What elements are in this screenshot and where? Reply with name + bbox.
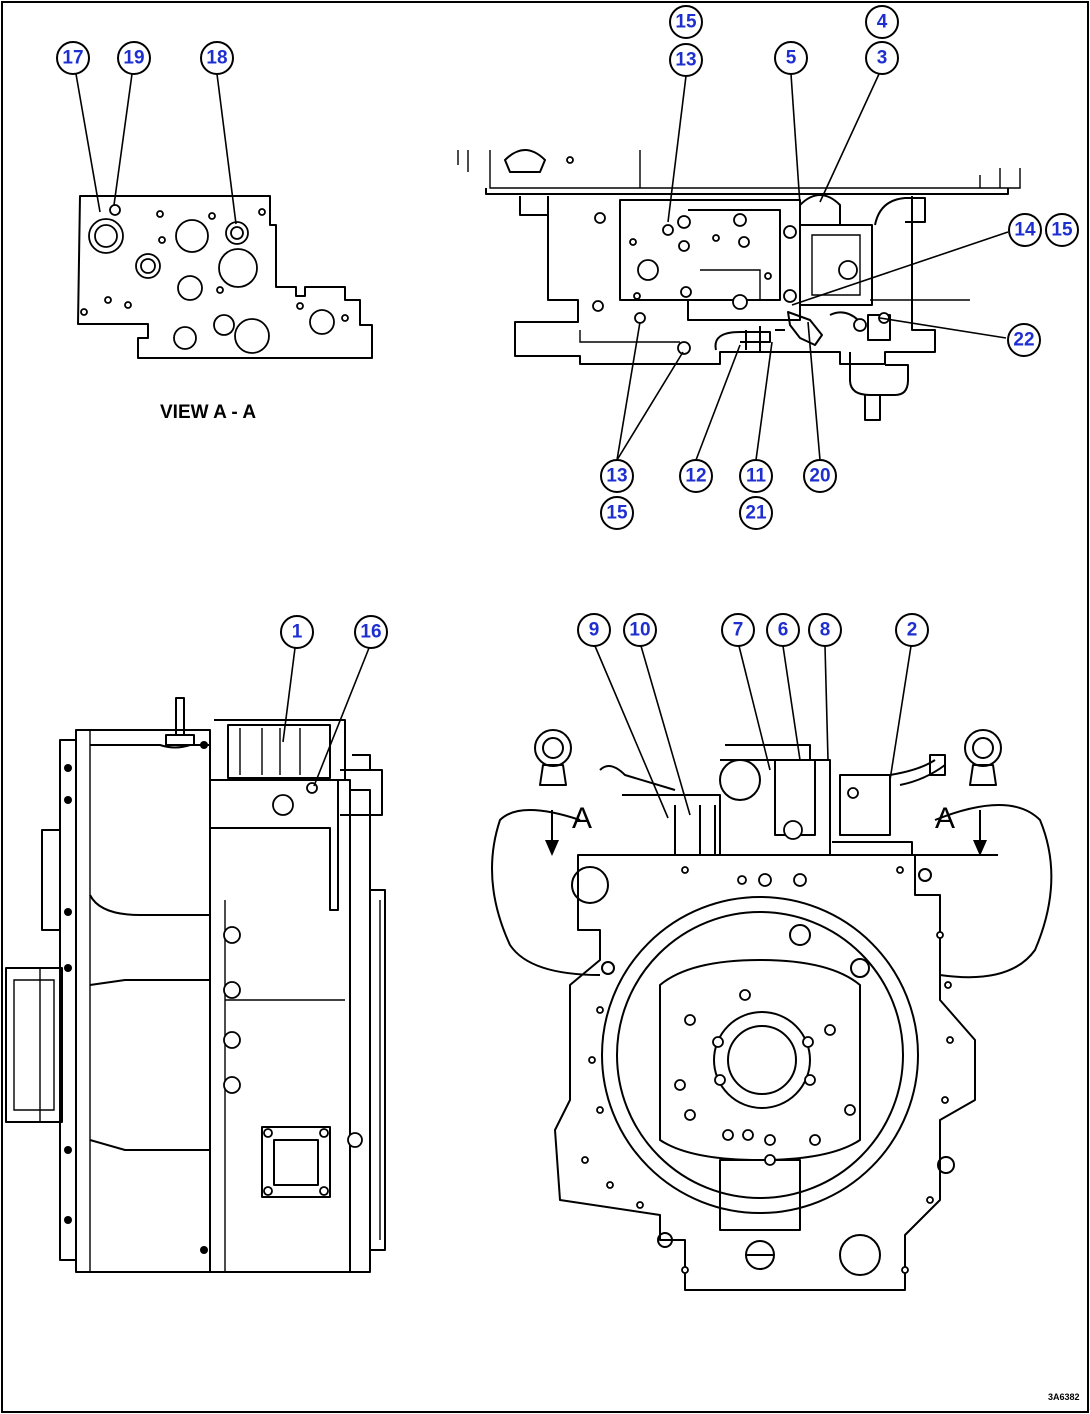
callout-13-top: 13: [669, 43, 703, 77]
callout-9: 9: [577, 613, 611, 647]
callout-13-bottom: 13: [600, 459, 634, 493]
view-label: VIEW A - A: [160, 402, 256, 423]
callout-4-number: 4: [877, 12, 888, 33]
callout-4: 4: [865, 5, 899, 39]
callout-6: 6: [766, 613, 800, 647]
callout-13-bottom-number: 13: [606, 466, 627, 487]
callout-3-number: 3: [877, 48, 888, 69]
side-view-drawing: [5, 697, 386, 1273]
callout-7: 7: [721, 613, 755, 647]
callout-15-bottom-number: 15: [606, 503, 628, 524]
callout-2-number: 2: [907, 620, 918, 641]
callout-15-top-number: 15: [675, 12, 697, 33]
callout-15-right: 15: [1045, 213, 1079, 247]
callout-9-number: 9: [589, 620, 600, 641]
callout-21: 21: [739, 496, 773, 530]
callout-12: 12: [679, 459, 713, 493]
view-a-a-drawing: [77, 195, 373, 359]
callout-5: 5: [774, 41, 808, 75]
callout-21-number: 21: [745, 503, 767, 524]
callout-17: 17: [56, 41, 90, 75]
section-letter-left: A: [572, 802, 592, 835]
callout-14-number: 14: [1014, 220, 1036, 241]
callout-14: 14: [1008, 213, 1042, 247]
callout-22: 22: [1007, 323, 1041, 357]
front-view-drawing: [491, 729, 1053, 1291]
callout-1: 1: [280, 615, 314, 649]
callout-18: 18: [200, 41, 234, 75]
drawing-reference-code: 3A6382: [1048, 1392, 1080, 1402]
callout-17-number: 17: [62, 48, 83, 69]
callout-10: 10: [623, 613, 657, 647]
callout-19-number: 19: [123, 48, 144, 69]
callout-22-number: 22: [1013, 330, 1034, 351]
top-view-drawing: [457, 149, 1021, 421]
callout-13-top-number: 13: [675, 50, 696, 71]
callout-20: 20: [803, 459, 837, 493]
leader-lines: [75, 73, 1009, 819]
callout-6-number: 6: [778, 620, 789, 641]
callout-16-number: 16: [360, 622, 381, 643]
callout-15-top: 15: [669, 5, 703, 39]
callout-12-number: 12: [685, 466, 706, 487]
callout-16: 16: [354, 615, 388, 649]
section-letter-right: A: [935, 802, 955, 835]
callout-20-number: 20: [809, 466, 830, 487]
callout-3: 3: [865, 41, 899, 75]
callout-5-number: 5: [786, 48, 797, 69]
callout-15-bottom: 15: [600, 496, 634, 530]
callout-8: 8: [808, 613, 842, 647]
callout-1-number: 1: [292, 622, 303, 643]
callout-10-number: 10: [629, 620, 650, 641]
callout-2: 2: [895, 613, 929, 647]
callout-18-number: 18: [206, 48, 227, 69]
callout-11-number: 11: [746, 466, 767, 487]
callout-19: 19: [117, 41, 151, 75]
callout-8-number: 8: [820, 620, 831, 641]
callout-15-right-number: 15: [1051, 220, 1073, 241]
callout-11: 11: [739, 459, 773, 493]
callout-7-number: 7: [733, 620, 744, 641]
